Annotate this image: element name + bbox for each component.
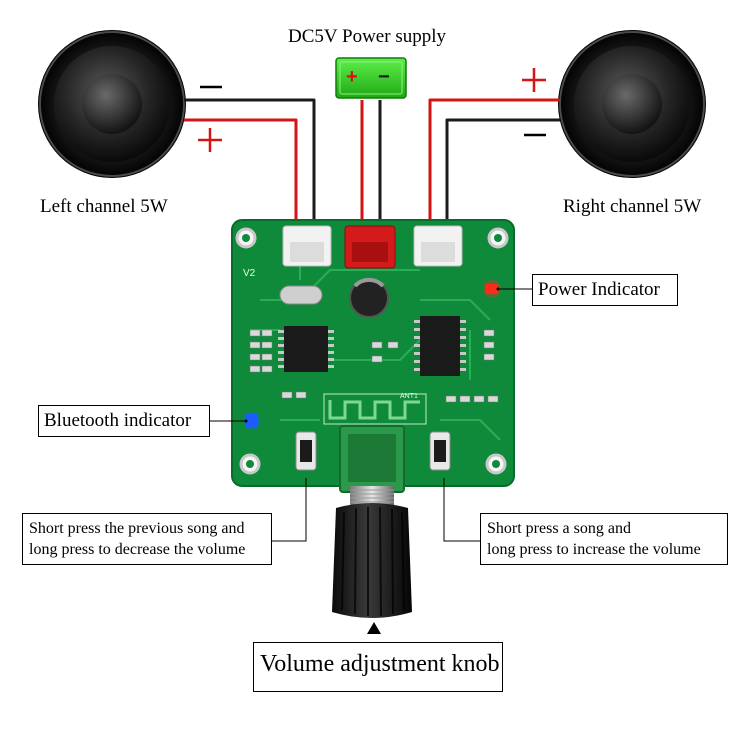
power-supply-block	[335, 57, 407, 99]
right-channel-label: Right channel 5W	[563, 196, 702, 217]
volume-knob-callout: Volume adjustment knob	[253, 642, 503, 692]
polarity-marks	[198, 68, 546, 152]
next-song-line-1: Short press a song and	[487, 520, 631, 537]
next-song-callout: Short press a song and long press to inc…	[480, 513, 728, 565]
power-supply-wires	[360, 100, 382, 230]
bluetooth-indicator-label: Bluetooth indicator	[44, 410, 192, 431]
volume-knob-label: Volume adjustment knob	[260, 651, 500, 677]
volume-knob	[332, 486, 412, 634]
left-speaker	[38, 30, 186, 178]
bluetooth-indicator-callout: Bluetooth indicator	[38, 405, 210, 437]
power-indicator-callout: Power Indicator	[532, 274, 678, 306]
power-supply-label: DC5V Power supply	[288, 26, 446, 47]
callout-lines	[210, 288, 532, 542]
pcb-board	[231, 219, 515, 493]
antenna-label: ANT1	[400, 393, 418, 400]
supply-minus-sign: −	[378, 66, 390, 88]
right-speaker-wires	[428, 98, 560, 228]
left-speaker-wires	[184, 98, 316, 228]
board-version-label: V2	[243, 268, 256, 279]
left-channel-label: Left channel 5W	[40, 196, 168, 217]
previous-song-callout: Short press the previous song and long p…	[22, 513, 272, 565]
right-speaker	[558, 30, 706, 178]
previous-song-line-2: long press to decrease the volume	[29, 541, 246, 558]
next-song-line-2: long press to increase the volume	[487, 541, 701, 558]
previous-song-line-1: Short press the previous song and	[29, 520, 245, 537]
power-indicator-label: Power Indicator	[538, 279, 660, 300]
supply-plus-sign: +	[346, 66, 358, 88]
